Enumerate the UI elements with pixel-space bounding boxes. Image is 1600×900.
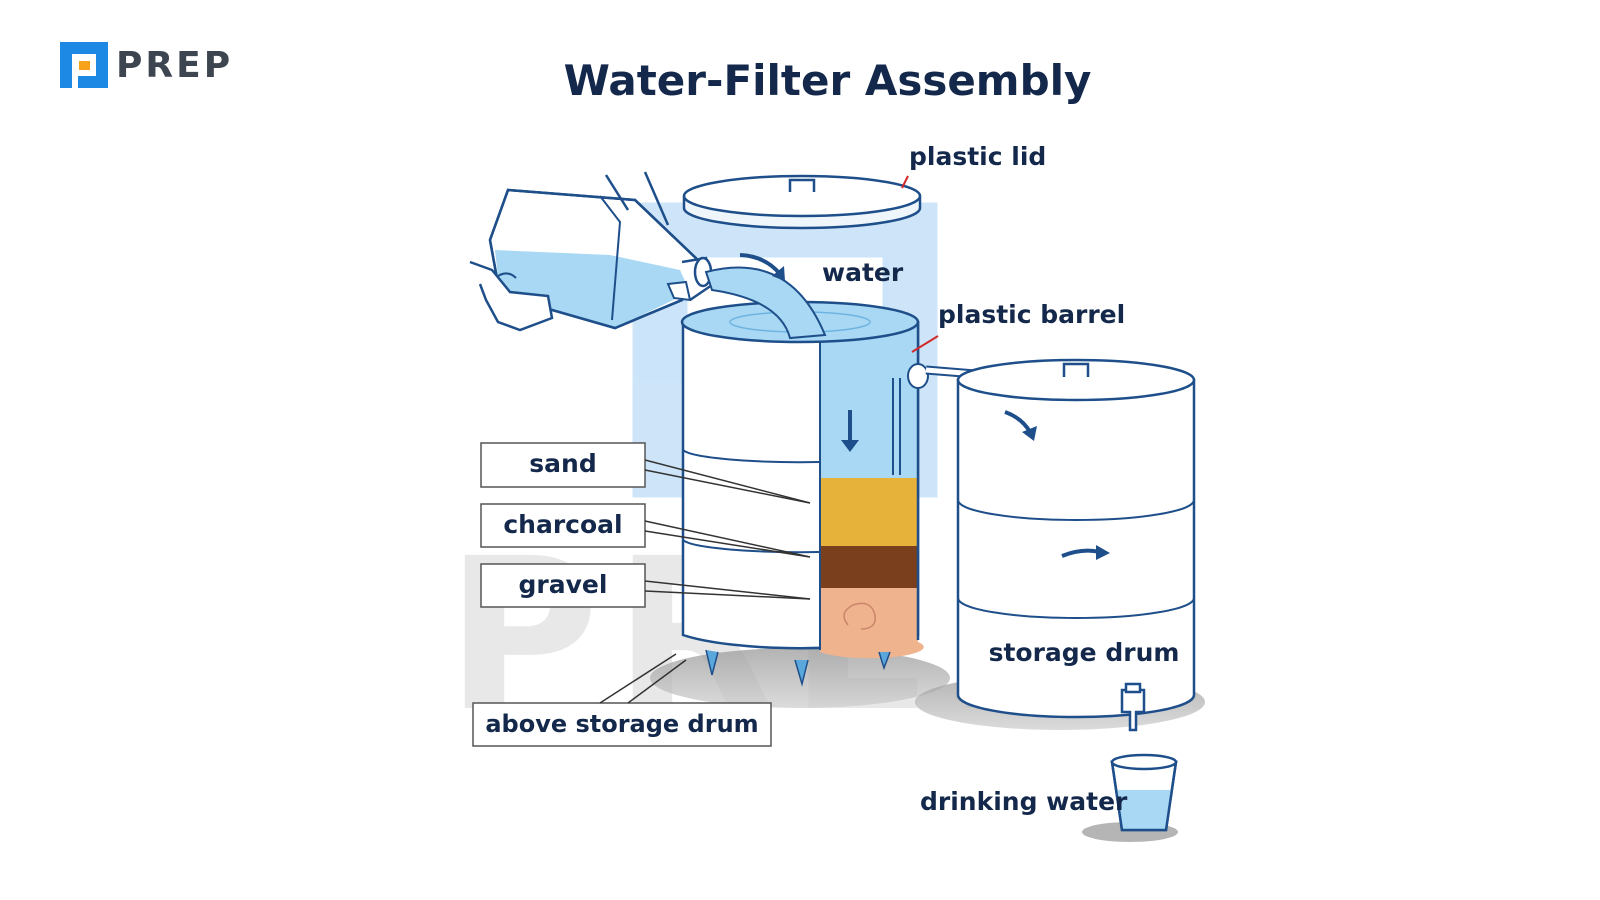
above-storage-drum-callout [472,653,772,747]
prep-logo-text: PREP [116,44,234,86]
water-stream [704,266,827,340]
sand-callout [480,442,811,504]
sand-layer [820,478,918,546]
water-jug [488,188,714,330]
water-label: water [822,258,904,287]
plastic-barrel-pointer [911,335,939,353]
drinking-cup [1110,753,1178,832]
gravel-layer [820,588,924,659]
charcoal-callout [480,503,811,558]
pour-arrow [739,253,782,276]
charcoal-layer [820,546,918,588]
sand-label: sand [529,449,596,478]
charcoal-label: charcoal [503,510,622,539]
storage-drum [956,358,1196,732]
gravel-label: gravel [519,570,608,599]
plastic-lid-label: plastic lid [909,142,1046,171]
hand [469,171,670,332]
storage-drum-label: storage drum [989,638,1180,667]
prep-logo: PREP [60,42,233,88]
prep-logo-icon [60,42,108,88]
plastic-lid [682,174,922,230]
plastic-barrel [680,300,924,687]
above-storage-drum-label: above storage drum [485,710,758,738]
gravel-callout [480,563,811,608]
plastic-barrel-label: plastic barrel [938,300,1125,329]
plastic-lid-pointer [901,175,909,189]
drinking-water-label: drinking water [920,787,1128,816]
diagram-title: Water-Filter Assembly [563,56,1092,105]
